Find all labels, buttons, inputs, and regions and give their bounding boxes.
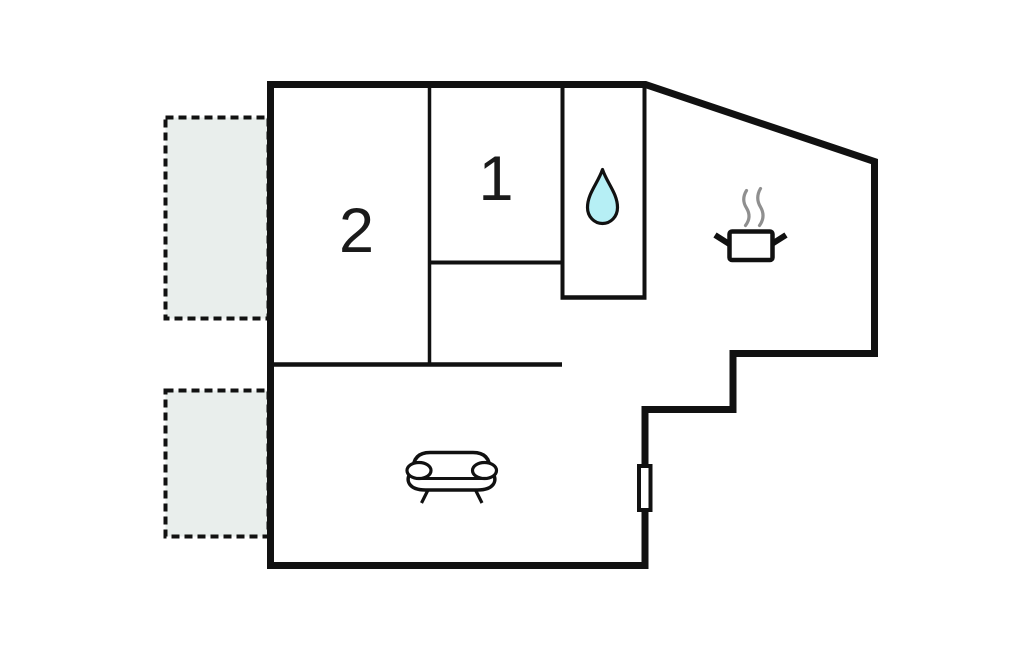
terrace-bottom [163,388,271,539]
sofa-icon [405,450,499,504]
pot-body [727,229,775,263]
terraces [163,115,271,539]
sofa-leg-right [474,489,484,504]
sofa-armrest-right [470,460,499,481]
terrace-top [163,115,271,321]
steam-lines [742,186,765,228]
sofa-leg-left [420,489,430,504]
cooking-pot-icon [713,186,788,263]
water-drop-icon [585,167,620,226]
interior-walls [267,88,647,367]
steam-line-right [756,186,765,228]
sofa-body [406,450,497,492]
room-1-label: 1 [478,144,513,214]
steam-line-left [742,188,751,228]
room-2-label: 2 [339,196,374,266]
window-marker [637,464,653,512]
water-drop-shape [585,167,620,226]
sofa-armrest-left [405,460,433,481]
outer-wall [267,81,878,569]
